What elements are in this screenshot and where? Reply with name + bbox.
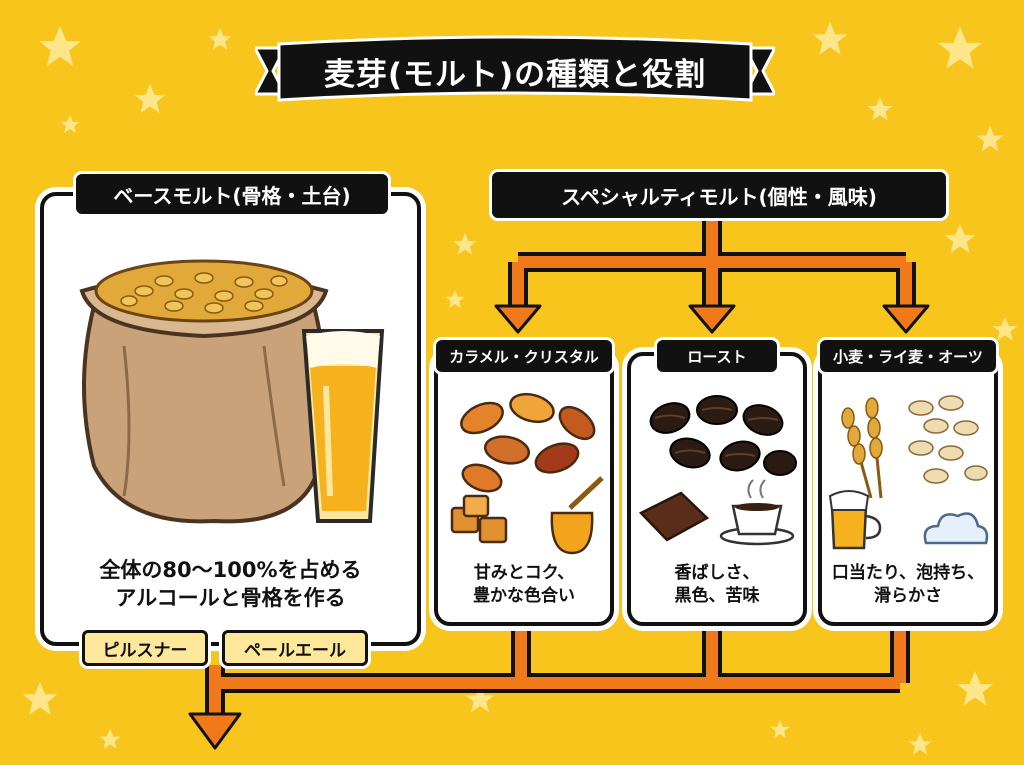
page-title: 麦芽(モルト)の種類と役割	[323, 56, 707, 93]
caramel-crystal-panel: カラメル・クリスタル 甘みとコク、 豊かな色合い	[434, 340, 614, 626]
tag-pale-ale: ペールエール	[222, 630, 368, 666]
tag-pilsner: ピルスナー	[82, 630, 208, 666]
wheat-rye-oats-description: 口当たり、泡持ち、 滑らかさ	[831, 563, 985, 606]
wheat-rye-oats-label: 小麦・ライ麦・オーツ	[820, 340, 996, 372]
title-banner: 麦芽(モルト)の種類と役割	[255, 34, 775, 108]
base-malt-label: ベースモルト(骨格・土台)	[76, 174, 388, 214]
roast-malt-illustration	[638, 395, 797, 546]
base-malt-panel: ベースモルト(骨格・土台) 全体の80〜100%を占める アルコールと骨格を作る	[40, 174, 421, 646]
caramel-crystal-label: カラメル・クリスタル	[436, 340, 612, 372]
roast-description: 香ばしさ、 黒色、苦味	[674, 563, 760, 606]
malt-sack-beer-illustration	[79, 259, 385, 524]
caramel-malt-illustration	[450, 392, 604, 555]
base-malt-description: 全体の80〜100%を占める アルコールと骨格を作る	[99, 558, 362, 611]
wheat-rye-oats-panel: 小麦・ライ麦・オーツ 口当たり、泡持ち、 滑らかさ	[818, 340, 998, 626]
specialty-malt-label: スペシャルティモルト(個性・風味)	[492, 172, 946, 218]
roast-panel: ロースト 香ばしさ、 黒色、苦味	[627, 340, 807, 626]
caramel-crystal-description: 甘みとコク、 豊かな色合い	[473, 563, 575, 606]
roast-label: ロースト	[657, 340, 777, 372]
wheat-rye-oats-illustration	[828, 395, 989, 550]
